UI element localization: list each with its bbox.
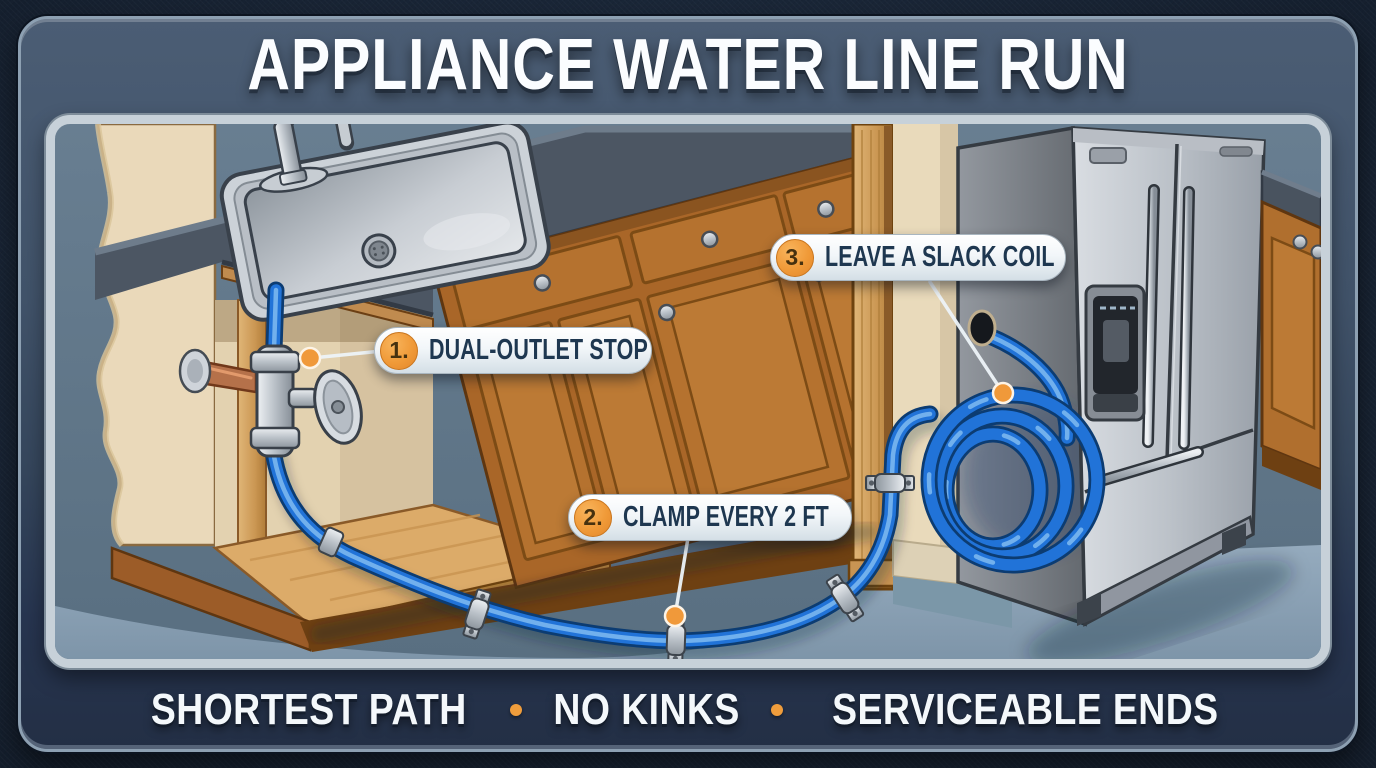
callout-number-badge: 1.	[380, 331, 418, 370]
kitchen-illustration	[55, 124, 1321, 659]
callout-number-badge: 3.	[776, 238, 814, 277]
footer-item: SHORTEST PATH	[151, 685, 468, 734]
shutoff-valve	[178, 344, 363, 458]
leader-dot-2	[663, 604, 687, 628]
floor-shadow	[311, 523, 877, 643]
separator-dot-icon	[509, 704, 522, 716]
fridge-handles	[1142, 184, 1195, 450]
footer-item: SERVICEABLE ENDS	[832, 685, 1219, 734]
leader-dot-1	[298, 346, 322, 370]
leader-line-2	[674, 536, 690, 612]
separator-dot-icon	[771, 704, 784, 716]
callout-label: DUAL-OUTLET STOP	[429, 334, 648, 366]
callout-label: LEAVE A SLACK COIL	[825, 241, 1055, 273]
tube-ferrule	[317, 526, 345, 558]
footer-slogan: SHORTEST PATH NO KINKS SERVICEABLE ENDS	[0, 684, 1376, 736]
tube-clamp	[865, 473, 915, 493]
faucet-icon	[259, 124, 355, 193]
kitchen-sink	[219, 124, 551, 322]
footer-item: NO KINKS	[553, 685, 740, 734]
callout-label: CLAMP EVERY 2 FT	[623, 501, 829, 533]
illustration-panel	[46, 115, 1330, 668]
callout-dual-outlet-stop: 1. DUAL-OUTLET STOP	[374, 327, 652, 374]
hinge-cap-icon	[1089, 147, 1127, 164]
callout-leave-slack-coil: 3. LEAVE A SLACK COIL	[770, 234, 1066, 281]
leader-dot-3	[991, 381, 1015, 405]
right-cabinet	[1260, 169, 1321, 490]
leader-line-3	[928, 280, 1003, 392]
fridge-shadow	[1026, 560, 1294, 659]
fridge-dispenser	[1084, 284, 1146, 422]
drain-icon	[361, 233, 397, 269]
vent-slot-icon	[1219, 146, 1253, 157]
callout-number-badge: 2.	[574, 498, 612, 537]
fridge-foot	[1222, 523, 1246, 555]
fridge-foot	[1077, 593, 1101, 626]
wall-hole	[967, 309, 997, 347]
refrigerator	[1071, 126, 1266, 627]
page-title: APPLIANCE WATER LINE RUN	[247, 25, 1129, 105]
valve-handle	[313, 369, 363, 445]
leader-line-1	[310, 349, 384, 360]
callout-leaders	[298, 280, 1015, 628]
callout-clamp-every-2ft: 2. CLAMP EVERY 2 FT	[568, 494, 852, 541]
